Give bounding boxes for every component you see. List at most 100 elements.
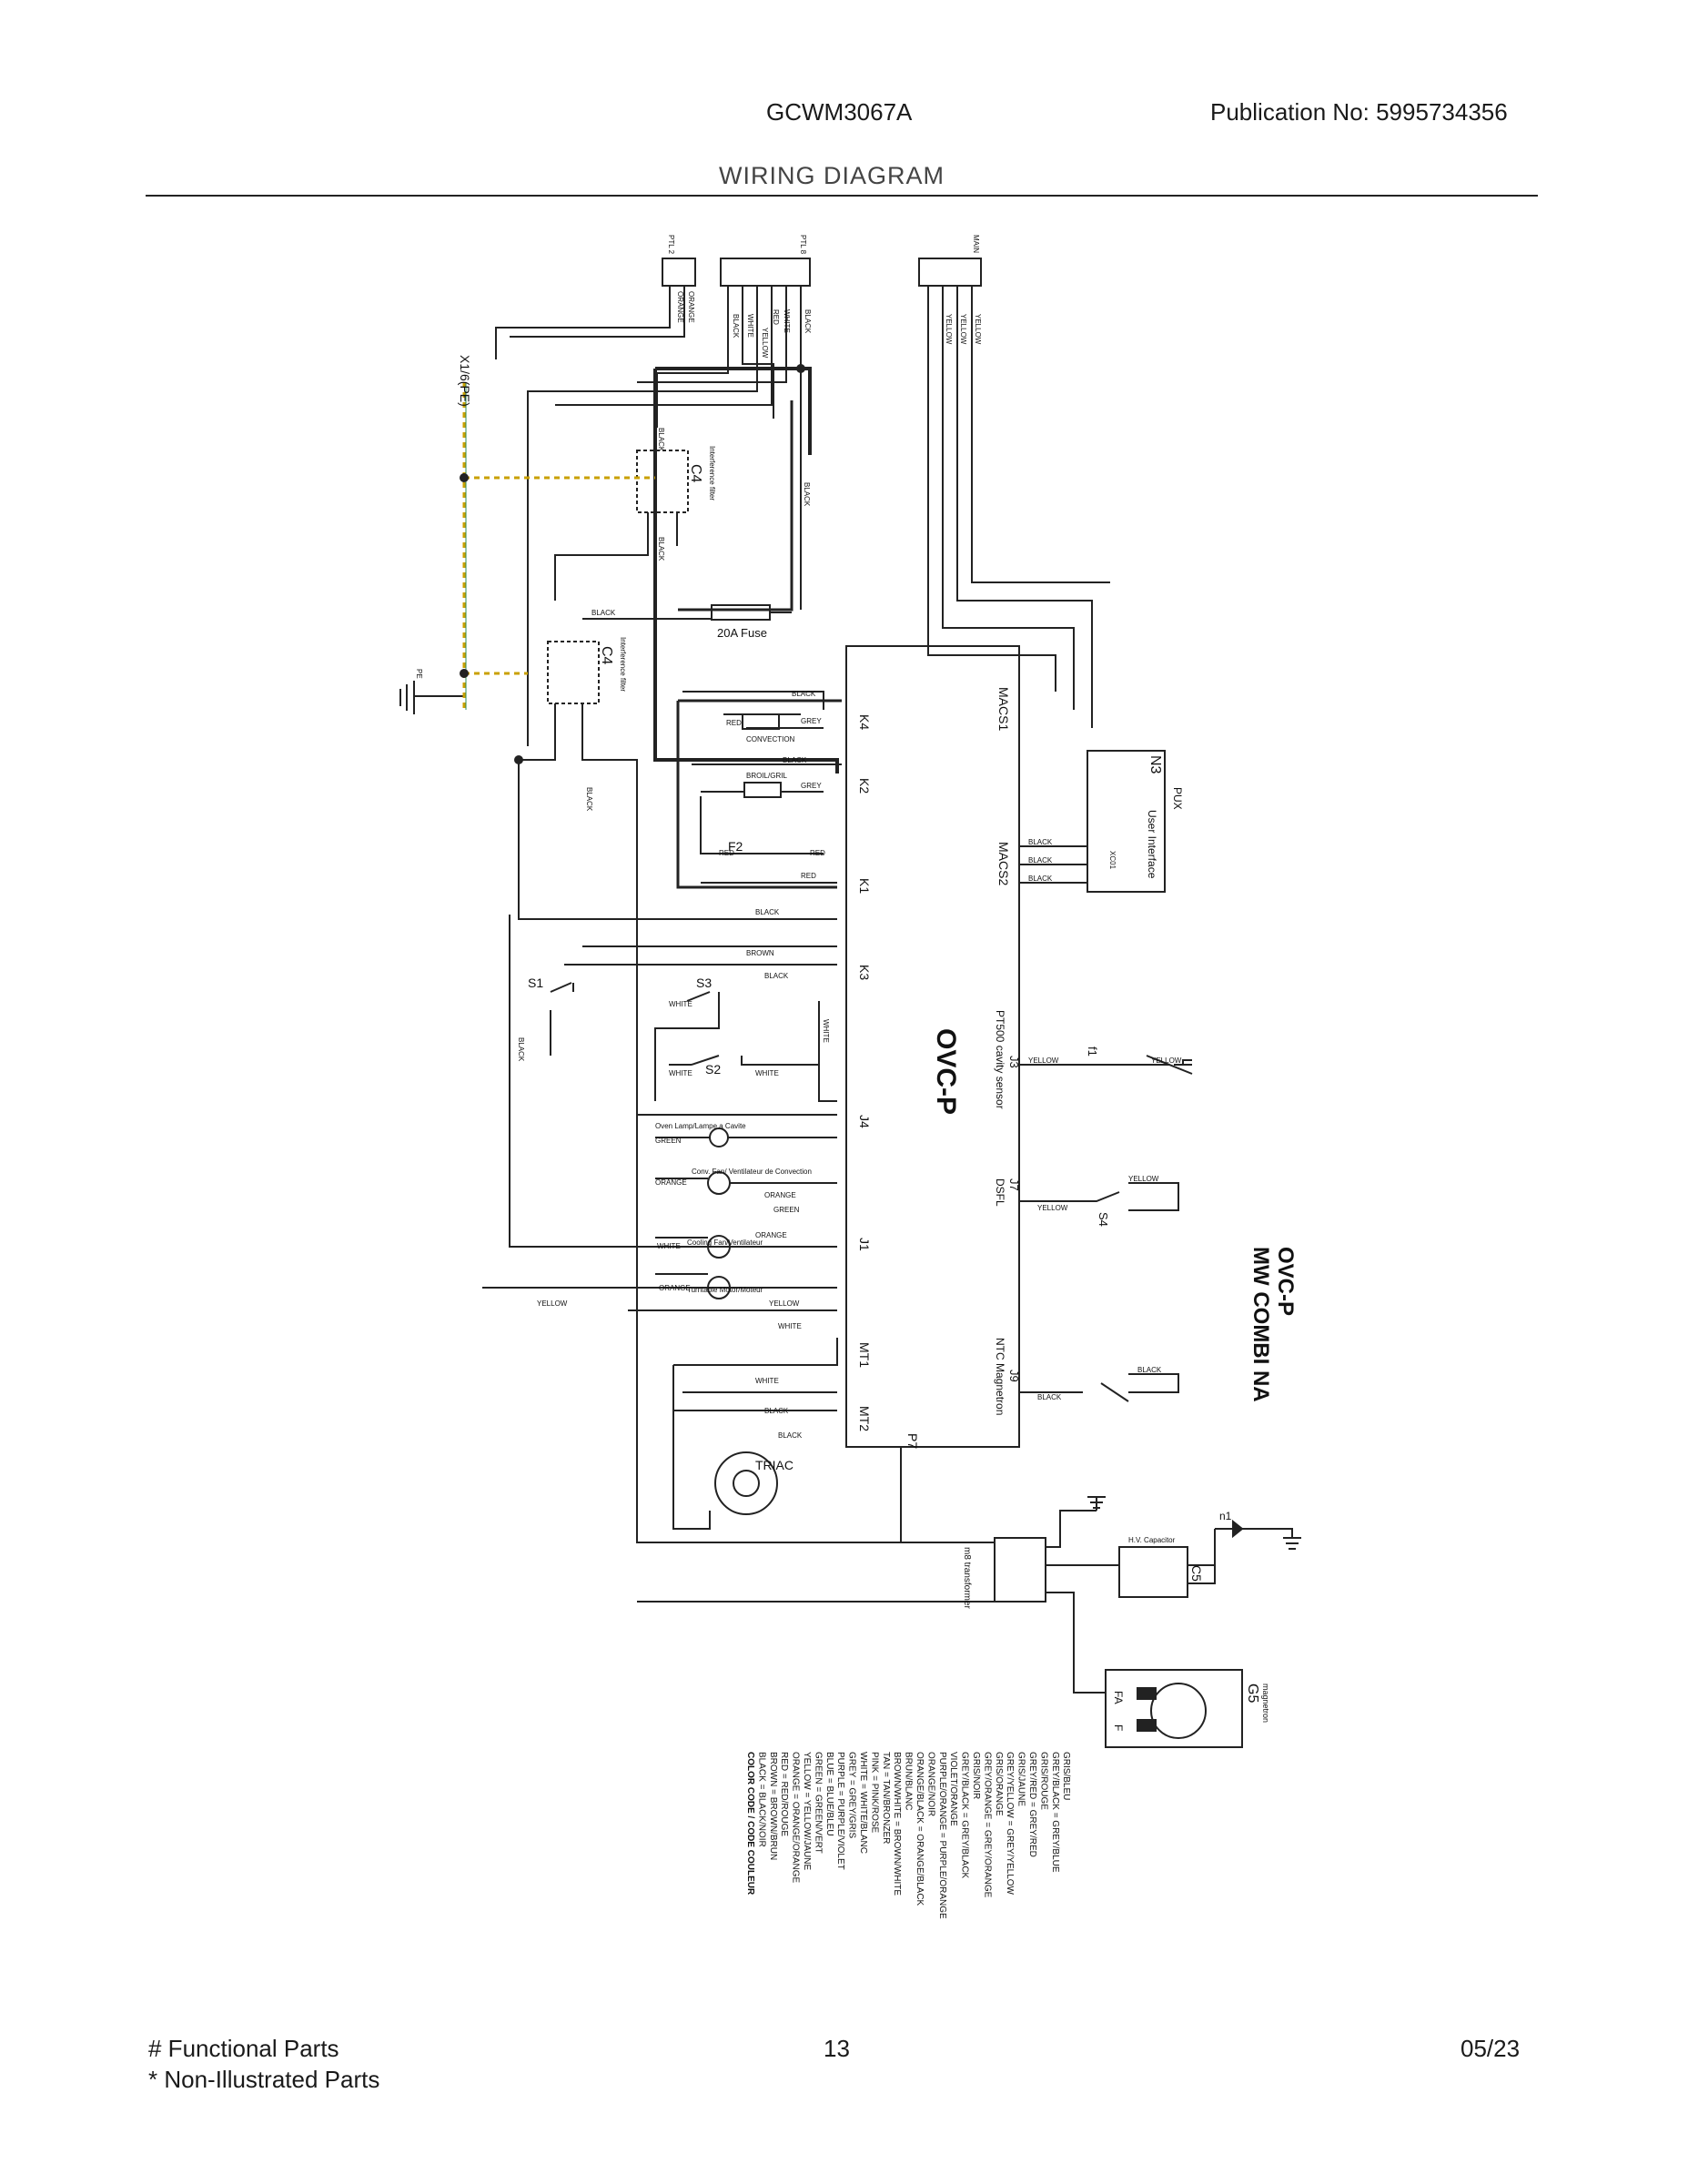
color-code-entry: GRIS/ORANGE xyxy=(994,1752,1004,1816)
color-code-entry: GREY/ORANGE = GREY/ORANGE xyxy=(982,1752,992,1898)
c4-top-filter xyxy=(636,450,689,513)
m8-transformer xyxy=(994,1537,1046,1603)
label-c4-mid-desc: Interference filter xyxy=(619,637,627,692)
label-yellow-2: YELLOW xyxy=(945,314,953,345)
label-convection: CONVECTION xyxy=(746,735,795,743)
label-black-12: BLACK xyxy=(764,1407,789,1415)
label-main: MAIN xyxy=(972,235,980,253)
color-code-entry: GREEN = GREEN/VERT xyxy=(813,1752,823,1854)
color-code-legend: COLOR CODE / CODE COULEUR BLACK = BLACK/… xyxy=(745,1752,1071,1919)
header-rule xyxy=(146,195,1538,197)
label-black-7: BLACK xyxy=(517,1037,525,1062)
label-j4: J4 xyxy=(857,1115,872,1128)
label-c4-mid: C4 xyxy=(599,646,614,665)
label-f2: F2 xyxy=(728,839,743,854)
label-turntable: Turntable Motor/Moteur xyxy=(687,1286,763,1294)
control-board xyxy=(845,645,1020,1448)
label-hv-cap: H.V. Capacitor xyxy=(1128,1536,1176,1544)
label-fa: FA xyxy=(1112,1691,1125,1704)
label-s2: S2 xyxy=(705,1062,721,1077)
color-code-entry: ORANGE = ORANGE/ORANGE xyxy=(791,1752,801,1884)
color-code-entry: BROWN/WHITE = BROWN/WHITE xyxy=(892,1752,902,1896)
label-black-1: BLACK xyxy=(804,309,812,334)
label-white-5: WHITE xyxy=(669,1069,692,1077)
label-broil: BROIL/GRIL xyxy=(746,772,787,780)
color-code-entry: GRIS/NOIR xyxy=(971,1752,981,1799)
label-triac: TRIAC xyxy=(755,1458,793,1472)
label-yellow-9: YELLOW xyxy=(1128,1175,1159,1183)
label-grey-2: GREY xyxy=(801,782,822,790)
label-yellow-5: YELLOW xyxy=(769,1299,800,1308)
label-m8: m8 transformer xyxy=(962,1547,972,1609)
label-k4: K4 xyxy=(857,714,872,730)
label-white-3: WHITE xyxy=(822,1019,830,1043)
label-brown: BROWN xyxy=(746,949,774,957)
label-k3: K3 xyxy=(857,965,872,980)
magnetron-box xyxy=(1105,1669,1243,1748)
model-number: GCWM3067A xyxy=(766,98,913,126)
color-code-entry: WHITE = WHITE/BLANC xyxy=(858,1752,868,1854)
label-black-9: BLACK xyxy=(783,756,807,764)
label-orange-6: ORANGE xyxy=(659,1284,691,1292)
color-code-entry: ORANGE/NOIR xyxy=(925,1752,935,1816)
pux-user-interface xyxy=(1087,750,1166,893)
color-code-entry: PINK = PINK/ROSE xyxy=(869,1752,879,1834)
label-yellow-6: YELLOW xyxy=(537,1299,568,1308)
label-red-3: RED xyxy=(719,849,734,857)
color-code-entry: GREY/RED = GREY/RED xyxy=(1027,1752,1037,1857)
label-black-19: BLACK xyxy=(591,609,616,617)
label-orange-2: ORANGE xyxy=(687,291,695,323)
convection-element xyxy=(742,713,780,730)
color-code-entry: PURPLE/ORANGE = PURPLE/ORANGE xyxy=(937,1752,947,1919)
publication-number: Publication No: 5995734356 xyxy=(1210,98,1508,126)
label-black-17: BLACK xyxy=(1037,1393,1062,1401)
label-white-1: WHITE xyxy=(783,309,791,333)
color-code-entry: BROWN = BROWN/BRUN xyxy=(768,1752,778,1860)
label-board-title-1: OVC-P xyxy=(1273,1247,1298,1316)
color-code-entry: GREY/BLACK = GREY/BLUE xyxy=(1050,1752,1060,1873)
label-red-1: RED xyxy=(772,309,780,325)
label-white-8: WHITE xyxy=(778,1322,802,1330)
broil-element xyxy=(743,782,782,798)
ptl8-connector xyxy=(720,258,811,287)
main-connector xyxy=(918,258,982,287)
color-code-entry: GREY = GREY/GRIS xyxy=(847,1752,857,1838)
label-j9: J9 xyxy=(1007,1370,1021,1382)
label-white-6: WHITE xyxy=(755,1069,779,1077)
label-mt1: MT1 xyxy=(857,1342,872,1368)
label-f1: f1 xyxy=(1086,1046,1099,1057)
label-k2: K2 xyxy=(857,778,872,794)
label-yellow-3: YELLOW xyxy=(959,314,967,345)
label-black-3: BLACK xyxy=(657,428,665,452)
label-s4: S4 xyxy=(1097,1212,1110,1227)
label-orange-1: ORANGE xyxy=(676,291,684,323)
label-macs2: MACS2 xyxy=(996,842,1011,885)
label-n1: n1 xyxy=(1219,1510,1232,1522)
label-j3: J3 xyxy=(1007,1056,1021,1068)
color-code-entry: GREY/YELLOW = GREY/YELLOW xyxy=(1005,1752,1015,1896)
label-fuse: 20A Fuse xyxy=(717,626,767,640)
label-red-2: RED xyxy=(726,719,742,727)
label-red-5: RED xyxy=(801,872,816,880)
label-j7: J7 xyxy=(1007,1178,1021,1191)
label-black-14: BLACK xyxy=(1028,838,1053,846)
label-black-15: BLACK xyxy=(1028,856,1053,864)
label-black-2: BLACK xyxy=(732,314,740,339)
footer-non-illustrated-parts: * Non-Illustrated Parts xyxy=(148,2066,380,2093)
color-code-entry: BLACK = BLACK/NOIR xyxy=(756,1752,766,1847)
label-black-5: BLACK xyxy=(657,537,665,561)
label-k1: K1 xyxy=(857,878,872,894)
label-p7: P7 xyxy=(905,1433,920,1449)
label-yellow-7: YELLOW xyxy=(1028,1057,1059,1065)
label-black-8: BLACK xyxy=(792,690,816,698)
page-number: 13 xyxy=(824,2035,850,2062)
label-black-10: BLACK xyxy=(755,908,780,916)
label-c4-top: C4 xyxy=(688,464,703,483)
label-s3: S3 xyxy=(696,976,712,990)
label-red-4: RED xyxy=(810,849,825,857)
color-code-entry: GRIS/ROUGE xyxy=(1038,1752,1048,1810)
color-code-entry: BRUN/BLANC xyxy=(904,1752,914,1810)
label-orange-4: ORANGE xyxy=(764,1191,796,1199)
color-code-entry: TAN = TAN/BRONZER xyxy=(881,1752,891,1844)
